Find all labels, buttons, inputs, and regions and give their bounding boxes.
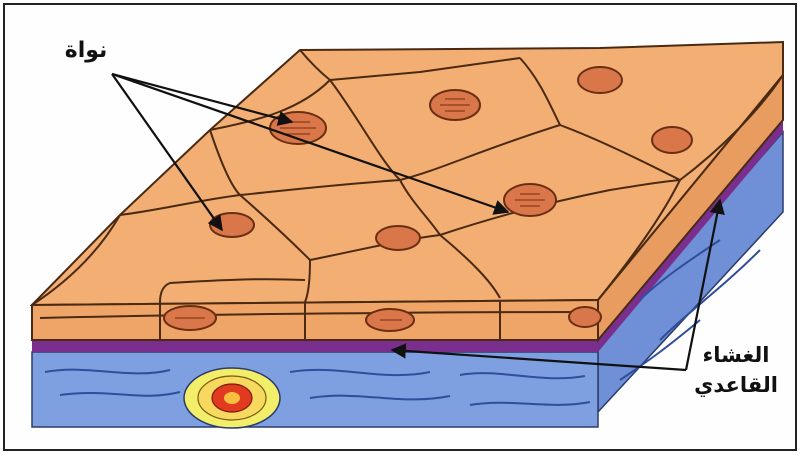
nucleus [376,226,420,250]
nucleus [569,307,601,327]
basement-membrane-label: الغشاء القاعدي [680,340,792,400]
blood-vessel [184,368,280,428]
connective-tissue-front [32,352,598,427]
nucleus [652,127,692,153]
nucleus [210,213,254,237]
basement-membrane-label-line1: الغشاء [680,340,792,370]
basement-membrane-label-line2: القاعدي [680,370,792,400]
nucleus-label: نواة [26,38,146,63]
basement-membrane-front [32,340,598,352]
epithelium-front-face [32,300,598,340]
nucleus [578,67,622,93]
